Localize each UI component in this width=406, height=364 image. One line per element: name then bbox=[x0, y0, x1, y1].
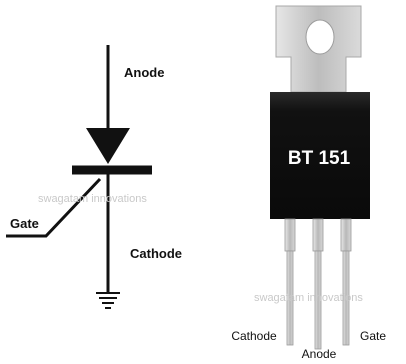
bt151-package: BT 151 swagatam innovations Cathode Anod… bbox=[231, 5, 386, 361]
gate-pin bbox=[340, 218, 352, 346]
watermark-symbol: swagatam innovations bbox=[38, 193, 147, 205]
gate-lead bbox=[6, 177, 102, 238]
package-body bbox=[270, 92, 370, 219]
anode-label: Anode bbox=[124, 65, 164, 80]
ground-icon bbox=[96, 292, 120, 309]
anode-pin bbox=[312, 218, 324, 350]
watermark-package: swagatam innovations bbox=[254, 292, 363, 304]
part-number-label: BT 151 bbox=[288, 148, 351, 169]
pin-label-gate: Gate bbox=[360, 329, 386, 343]
cathode-label: Cathode bbox=[130, 246, 182, 261]
gate-label: Gate bbox=[10, 216, 39, 231]
diode-triangle bbox=[86, 128, 130, 164]
pin-label-cathode: Cathode bbox=[231, 329, 277, 343]
mounting-hole bbox=[305, 19, 335, 55]
cathode-pin bbox=[284, 218, 296, 346]
scr-symbol: Anode Gate Cathode swagatam innovations bbox=[6, 45, 182, 309]
pin-label-anode: Anode bbox=[302, 347, 337, 361]
